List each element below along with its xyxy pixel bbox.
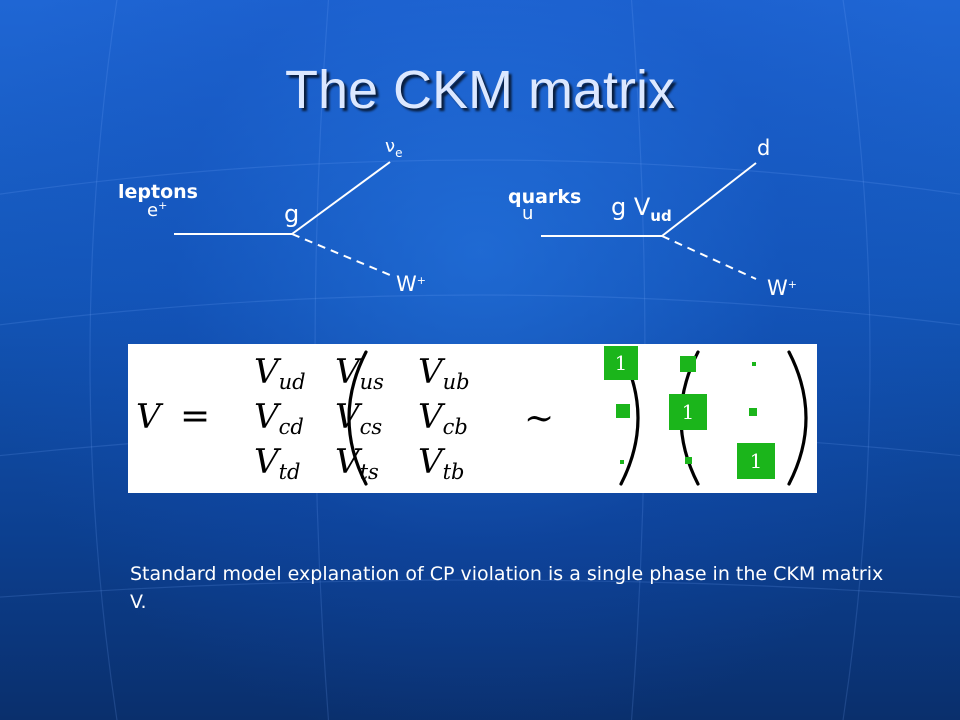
quark-coupling-subscript: ud bbox=[650, 207, 672, 225]
matrix-element-td: Vtd bbox=[254, 442, 301, 484]
matrix-element-cb: Vcb bbox=[418, 397, 468, 439]
w-boson-symbol: W bbox=[767, 276, 788, 300]
matrix-element-cd: Vcd bbox=[254, 397, 304, 439]
slide-title: The CKM matrix bbox=[284, 60, 676, 120]
magnitude-cell-ts bbox=[685, 457, 692, 464]
matrix-element-us: Vus bbox=[335, 352, 384, 394]
quark-w-boson: W+ bbox=[767, 276, 797, 300]
matrix-element-cs: Vcs bbox=[335, 397, 383, 439]
magnitude-cell-ud: 1 bbox=[604, 346, 638, 380]
magnitude-cell-ub bbox=[752, 362, 756, 366]
approx-sign: ∼ bbox=[524, 398, 555, 439]
lepton-w-boson: W+ bbox=[396, 272, 426, 296]
magnitude-cell-td bbox=[620, 460, 624, 464]
slide-caption: Standard model explanation of CP violati… bbox=[130, 563, 884, 613]
lepton-vertex-lines bbox=[174, 161, 391, 276]
quark-vertex-lines bbox=[541, 162, 757, 280]
lepton-coupling: g bbox=[284, 200, 300, 228]
positron-label: e+ bbox=[147, 199, 168, 221]
leptons-heading: leptons bbox=[118, 181, 198, 203]
matrix-element-ud: Vud bbox=[254, 352, 306, 394]
matrix-parentheses bbox=[347, 350, 808, 486]
neutrino-symbol: ν bbox=[385, 136, 396, 157]
quarks-heading: quarks bbox=[508, 186, 582, 208]
quark-coupling: g Vud bbox=[611, 193, 672, 225]
magnitude-cell-us bbox=[680, 356, 696, 372]
matrix-element-ub: Vub bbox=[418, 352, 470, 394]
magnitude-cell-cb bbox=[749, 408, 757, 416]
magnitude-cell-tb: 1 bbox=[737, 443, 775, 479]
matrix-symbol: V bbox=[136, 397, 161, 437]
down-quark-label: d bbox=[757, 136, 771, 160]
quark-coupling-symbol: g V bbox=[611, 193, 651, 221]
w-boson-charge: + bbox=[787, 278, 797, 291]
magnitude-cell-cd bbox=[616, 404, 630, 418]
w-boson-symbol: W bbox=[396, 272, 417, 296]
up-quark-label: u bbox=[522, 203, 534, 224]
neutrino-flavor: e bbox=[395, 146, 403, 160]
matrix-element-tb: Vtb bbox=[418, 442, 465, 484]
positron-symbol: e bbox=[147, 200, 159, 221]
positron-charge: + bbox=[158, 199, 168, 212]
equals-sign: = bbox=[180, 396, 211, 437]
ckm-matrix-panel: V = Vud Vus Vub Vcd Vcs Vcb Vtd Vts Vtb … bbox=[128, 344, 817, 493]
w-boson-charge: + bbox=[416, 274, 426, 287]
neutrino-label: νe bbox=[385, 136, 403, 160]
magnitude-cell-cs: 1 bbox=[669, 394, 707, 430]
matrix-element-ts: Vts bbox=[335, 442, 379, 484]
